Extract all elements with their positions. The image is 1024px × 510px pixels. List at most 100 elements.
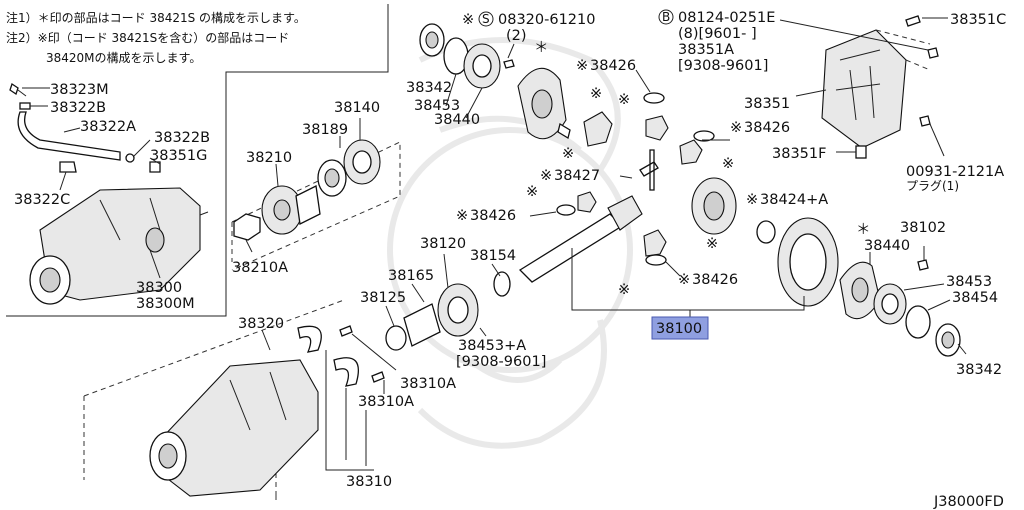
diff-case-top-labels: 38342 38453 38440 ※ S 08320-61210 (2) ＊ … bbox=[406, 11, 651, 162]
kome-side-gear: ※ bbox=[590, 86, 602, 102]
side-bearing-cap-upper-icon bbox=[297, 325, 322, 353]
breather-hose-icon bbox=[17, 111, 121, 161]
kome-lock-pin: ※ bbox=[562, 146, 574, 162]
label-00931-2121A[interactable]: 00931-2121A bbox=[906, 164, 1004, 180]
breather-clip-c-icon bbox=[59, 161, 77, 173]
pinion-mate-gear-icon bbox=[645, 115, 669, 141]
label-38426-mid[interactable]: 38426 bbox=[470, 208, 516, 224]
housing-bracket-line bbox=[325, 350, 374, 471]
case-bolt-icon bbox=[503, 59, 515, 69]
label-38453A[interactable]: 38453+A bbox=[458, 338, 526, 354]
housing-dashed-outline bbox=[83, 299, 345, 500]
cover-bolt-icon bbox=[927, 47, 939, 59]
label-38322B[interactable]: 38322B bbox=[154, 130, 210, 146]
label-38320[interactable]: 38320 bbox=[238, 316, 284, 332]
asterisk-case-symbol: ＊ bbox=[534, 40, 549, 56]
label-38427[interactable]: 38427 bbox=[554, 168, 600, 184]
label-38440-top[interactable]: 38440 bbox=[434, 112, 480, 128]
label-38424A[interactable]: 38424+A bbox=[760, 192, 828, 208]
lock-pin-icon bbox=[557, 122, 571, 140]
label-08320-61210[interactable]: 08320-61210 bbox=[498, 12, 596, 28]
label-08124-0251E[interactable]: 08124-0251E bbox=[678, 10, 775, 26]
label-38154[interactable]: 38154 bbox=[470, 248, 516, 264]
note-line-2: 注2）※印（コード 38421Sを含む）の部品はコード bbox=[6, 30, 289, 45]
kome-38426-right-b: ※ bbox=[722, 156, 734, 172]
label-38300M[interactable]: 38300M bbox=[136, 296, 195, 312]
pinion-nut-icon bbox=[233, 213, 261, 241]
label-38426-low[interactable]: 38426 bbox=[692, 272, 738, 288]
label-38322B-top[interactable]: 38322B bbox=[50, 100, 106, 116]
label-38310[interactable]: 38310 bbox=[346, 474, 392, 490]
label-38140[interactable]: 38140 bbox=[334, 100, 380, 116]
drive-pinion-gear-icon bbox=[607, 195, 643, 231]
right-case-bolt-icon bbox=[917, 259, 929, 271]
inset-frame bbox=[6, 4, 389, 317]
label-38100[interactable]: 38100 bbox=[656, 321, 702, 337]
mate-washer-right-icon bbox=[693, 130, 715, 142]
cap-bolt-upper-icon bbox=[339, 325, 353, 337]
label-38351C[interactable]: 38351C bbox=[950, 12, 1006, 28]
pinion-gear-center-labels: ※ 38426 ※ ※ 38427 ※ ※ 38426 ※ 38424+A ※ … bbox=[456, 120, 828, 340]
label-38426-top[interactable]: 38426 bbox=[590, 58, 636, 74]
diagram-notes: 注1）＊印の部品はコード 38421S の構成を示します。 注2）※印（コード … bbox=[6, 10, 306, 65]
side-bearing-cap-lower-icon bbox=[333, 357, 360, 387]
pinion-gear-center bbox=[518, 130, 839, 307]
label-38342-top[interactable]: 38342 bbox=[406, 80, 452, 96]
pinion-mate-low-icon bbox=[643, 229, 667, 257]
pinion-bearings-labels: 38120 38154 38165 38125 38453+A [9308-96… bbox=[360, 236, 546, 370]
cap-bolt-lower-icon bbox=[371, 371, 385, 383]
pinion-height-shim-icon bbox=[385, 325, 407, 351]
label-38453-top[interactable]: 38453 bbox=[414, 98, 460, 114]
washer-38426-mid-icon bbox=[556, 204, 576, 216]
label-08320-qty: (2) bbox=[506, 28, 527, 44]
label-38310A-2[interactable]: 38310A bbox=[358, 394, 414, 410]
pinion-shaft-cross-icon bbox=[639, 149, 659, 191]
s-circle-icon bbox=[478, 11, 494, 27]
rear-cover-icon bbox=[821, 29, 907, 149]
note-line-3: 38420Mの構成を示します。 bbox=[46, 51, 201, 65]
label-38342-right[interactable]: 38342 bbox=[956, 362, 1002, 378]
label-38351G[interactable]: 38351G bbox=[150, 148, 207, 164]
collapsible-spacer-icon bbox=[403, 303, 441, 347]
pinion-assembly-left-labels: 38140 38189 38210 38210A bbox=[232, 100, 380, 276]
label-38210A[interactable]: 38210A bbox=[232, 260, 288, 276]
label-38322C[interactable]: 38322C bbox=[14, 192, 70, 208]
label-38125[interactable]: 38125 bbox=[360, 290, 406, 306]
right-side-shim-icon bbox=[905, 305, 931, 339]
label-38323M[interactable]: 38323M bbox=[50, 82, 109, 98]
label-38165[interactable]: 38165 bbox=[388, 268, 434, 284]
side-gear-washer-icon bbox=[756, 220, 776, 244]
breather-cap-icon bbox=[9, 82, 19, 96]
kome-38426-low: ※ bbox=[678, 272, 690, 288]
hose-clamp-icon bbox=[125, 153, 135, 163]
label-38426-right[interactable]: 38426 bbox=[744, 120, 790, 136]
label-38189[interactable]: 38189 bbox=[302, 122, 348, 138]
label-38440-right[interactable]: 38440 bbox=[864, 238, 910, 254]
carrier-housing-labels: 38320 38310A 38310A 38310 bbox=[238, 316, 456, 490]
kome-side-gear-large: ※ bbox=[706, 236, 718, 252]
label-38351[interactable]: 38351 bbox=[744, 96, 790, 112]
sub-assembly-dashed-box bbox=[231, 141, 401, 271]
label-38310A-1[interactable]: 38310A bbox=[400, 376, 456, 392]
svg-text:S: S bbox=[482, 12, 490, 26]
drain-plug-icon bbox=[919, 115, 931, 127]
side-bearing-right-labels: ＊ 38440 38102 38453 38454 38342 bbox=[856, 220, 1002, 378]
label-38453-right[interactable]: 38453 bbox=[946, 274, 992, 290]
label-38120[interactable]: 38120 bbox=[420, 236, 466, 252]
label-38300[interactable]: 38300 bbox=[136, 280, 182, 296]
breather-plug-icon bbox=[855, 145, 867, 159]
rear-cover bbox=[821, 15, 939, 159]
kome-symbol-08320: ※ bbox=[462, 12, 474, 28]
label-38351A[interactable]: 38351A bbox=[678, 42, 734, 58]
label-38102[interactable]: 38102 bbox=[900, 220, 946, 236]
label-38453A-range: [9308-9601] bbox=[456, 354, 546, 370]
label-38322A[interactable]: 38322A bbox=[80, 119, 136, 135]
label-38454[interactable]: 38454 bbox=[952, 290, 998, 306]
label-38351F[interactable]: 38351F bbox=[772, 146, 826, 162]
label-38210[interactable]: 38210 bbox=[246, 150, 292, 166]
watermark-emblem bbox=[387, 37, 633, 449]
washer-38426-low-icon bbox=[645, 254, 667, 266]
side-gear-icon bbox=[583, 111, 613, 147]
carrier-housing-icon bbox=[159, 359, 319, 497]
